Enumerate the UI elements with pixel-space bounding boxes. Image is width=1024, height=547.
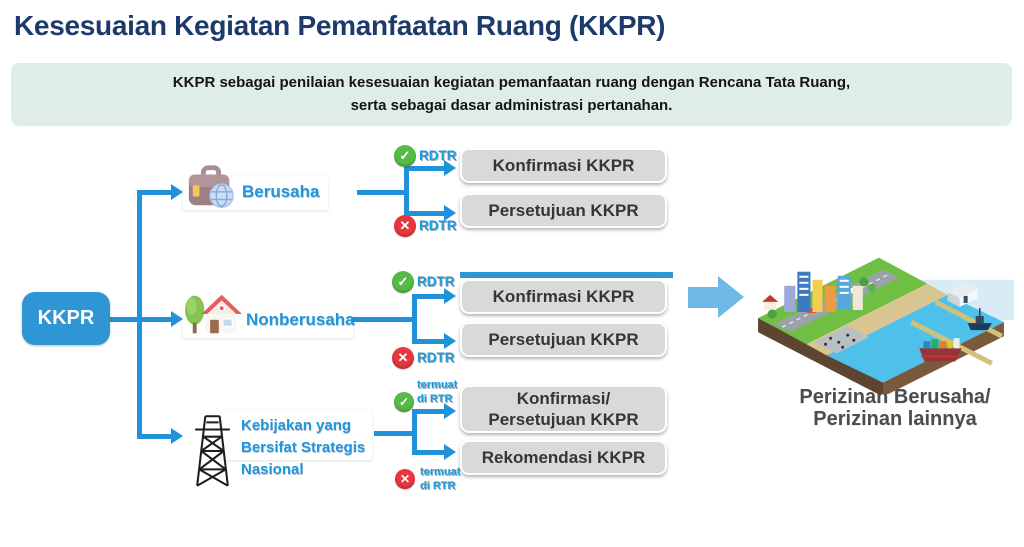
nonberusaha-no-condition: RDTR	[417, 350, 455, 365]
nonberusaha-split-line	[352, 317, 417, 322]
check-icon: ✓	[392, 271, 414, 293]
nonberusaha-yes-condition: RDTR	[417, 274, 455, 289]
cross-icon: ✕	[392, 347, 414, 369]
arrowhead-berusaha-yes	[444, 160, 456, 176]
outcome-persetujuan-kkpr-berusaha: Persetujuan KKPR	[460, 193, 667, 228]
arrowhead-berusaha-no	[444, 205, 456, 221]
ksn-no-line	[412, 450, 446, 455]
arrowhead-nonberusaha-no	[444, 333, 456, 349]
decorative-blue-band	[460, 272, 673, 278]
arrowhead-ksn-no	[444, 444, 456, 460]
berusaha-no-condition: RDTR	[419, 218, 457, 233]
nonberusaha-split-vline	[412, 294, 417, 344]
briefcase-globe-icon	[188, 165, 234, 208]
result-label: Perizinan Berusaha/ Perizinan lainnya	[799, 386, 991, 431]
berusaha-yes-condition: RDTR	[419, 148, 457, 163]
ksn-label: Kebijakan yang Bersifat Strategis Nasion…	[241, 417, 366, 478]
result-arrowhead	[718, 276, 744, 318]
cross-icon: ✕	[394, 215, 416, 237]
berusaha-label: Berusaha	[242, 182, 320, 201]
ksn-label-box	[222, 410, 372, 460]
check-icon: ✓	[394, 145, 416, 167]
connector-trunk	[137, 190, 142, 439]
berusaha-split-line	[357, 190, 407, 195]
ksn-no-condition: termuat di RTR	[420, 466, 461, 492]
root-node-kkpr: KKPR	[22, 292, 110, 345]
transmission-tower-icon	[195, 415, 230, 487]
ksn-yes-condition: termuat di RTR	[417, 379, 458, 405]
outcome-konfirmasi-kkpr-berusaha: Konfirmasi KKPR	[460, 148, 667, 183]
nonberusaha-yes-line	[412, 294, 446, 299]
berusaha-no-line	[404, 211, 446, 216]
arrowhead-berusaha	[171, 184, 183, 200]
berusaha-yes-line	[404, 166, 446, 171]
result-arrow	[688, 287, 720, 308]
nonberusaha-no-line	[412, 339, 446, 344]
page-title: Kesesuaian Kegiatan Pemanfaatan Ruang (K…	[14, 10, 666, 41]
arrowhead-ksn	[171, 428, 183, 444]
berusaha-split-vline	[404, 166, 409, 216]
isometric-city-illustration	[758, 257, 1014, 394]
arrowhead-ksn-yes	[444, 403, 456, 419]
ksn-yes-line	[412, 409, 446, 414]
connector-to-berusaha	[137, 190, 171, 195]
outcome-konfirmasi-persetujuan-kkpr: Konfirmasi/ Persetujuan KKPR	[460, 385, 667, 433]
outcome-konfirmasi-kkpr-nonberusaha: Konfirmasi KKPR	[460, 279, 667, 314]
definition-text: KKPR sebagai penilaian kesesuaian kegiat…	[172, 74, 851, 114]
nonberusaha-label: Nonberusaha	[246, 310, 355, 329]
definition-banner: KKPR sebagai penilaian kesesuaian kegiat…	[11, 63, 1012, 126]
ksn-split-vline	[412, 409, 417, 455]
connector-to-ksn	[137, 434, 171, 439]
cross-icon: ✕	[395, 469, 415, 489]
outcome-persetujuan-kkpr-nonberusaha: Persetujuan KKPR	[460, 322, 667, 357]
arrowhead-nonberusaha-yes	[444, 288, 456, 304]
outcome-rekomendasi-kkpr: Rekomendasi KKPR	[460, 440, 667, 475]
house-tree-icon	[185, 294, 242, 334]
check-icon: ✓	[394, 392, 414, 412]
arrowhead-nonberusaha	[171, 311, 183, 327]
ksn-split-line	[374, 431, 417, 436]
